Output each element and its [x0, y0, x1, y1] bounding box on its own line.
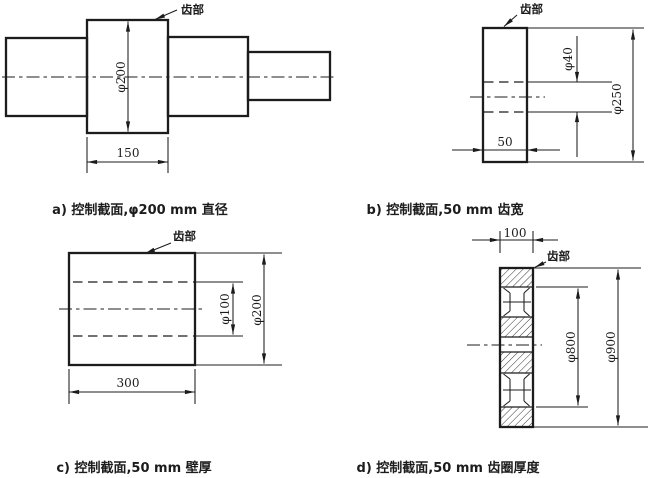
fig-c-outer-label: φ200 — [250, 294, 264, 325]
fig-b-dim-bore: φ40 — [561, 36, 580, 157]
fig-c-gear-callout: 齿部 — [144, 229, 196, 254]
fig-c-bore-label: φ100 — [218, 293, 232, 324]
caption-a: a) 控制截面,φ200 mm 直径 — [52, 202, 228, 218]
fig-d-web-lightening-holes — [503, 287, 531, 407]
fig-c-dim-bore: φ100 — [218, 283, 236, 335]
fig-b-outer-label: φ250 — [610, 83, 624, 114]
fig-a-gear-callout-label: 齿部 — [181, 3, 204, 17]
fig-d-section-outline — [498, 266, 535, 429]
fig-b-dim-face-width: 50 — [452, 135, 560, 153]
fig-b-gear-outline — [481, 26, 529, 164]
fig-c-bore-hidden-lines — [73, 281, 243, 337]
fig-d-outer-label: φ900 — [604, 331, 618, 362]
fig-a-gear-width-label: 150 — [117, 146, 140, 160]
fig-b-gear-callout: 齿部 — [503, 2, 543, 27]
fig-b-face-width-label: 50 — [497, 135, 512, 149]
fig-c-dim-length: 300 — [68, 369, 196, 404]
fig-d-gear-callout-label: 齿部 — [547, 249, 570, 263]
fig-d-dim-outer: φ900 — [533, 267, 648, 428]
fig-b-dim-outer: φ250 — [610, 29, 636, 161]
figure-b: φ40 φ250 50 齿部 — [452, 2, 644, 164]
fig-c-dim-outer: φ200 — [250, 254, 267, 364]
figure-d: 100 φ800 φ900 齿部 — [467, 226, 648, 429]
fig-b-bore-hidden-lines — [484, 81, 612, 113]
fig-a-gear-callout: 齿部 — [154, 3, 204, 20]
fig-d-dim-rim-inner: φ800 — [536, 286, 588, 408]
figure-a: φ200 150 齿部 — [2, 3, 337, 173]
fig-d-gear-callout: 齿部 — [534, 249, 570, 268]
fig-d-rim-inner-label: φ800 — [564, 331, 578, 362]
caption-c: c) 控制截面,50 mm 壁厚 — [56, 460, 211, 476]
fig-b-gear-callout-label: 齿部 — [520, 2, 543, 16]
fig-d-hatching — [500, 268, 533, 427]
fig-a-dim-gear-width: 150 — [86, 137, 169, 173]
fig-d-face-width-label: 100 — [504, 226, 527, 240]
fig-d-dim-face-width: 100 — [472, 226, 558, 253]
fig-d-section-inner-lines — [500, 286, 533, 408]
caption-d: d) 控制截面,50 mm 齿圈厚度 — [357, 460, 541, 476]
caption-b: b) 控制截面,50 mm 齿宽 — [367, 202, 524, 218]
fig-b-bore-label: φ40 — [561, 47, 575, 71]
figure-c: φ100 φ200 300 齿部 — [59, 229, 282, 404]
fig-a-gear-diameter-label: φ200 — [114, 61, 128, 92]
fig-c-gear-callout-label: 齿部 — [173, 229, 196, 243]
fig-c-length-label: 300 — [117, 376, 140, 390]
fig-a-dim-gear-diameter: φ200 — [114, 21, 131, 132]
